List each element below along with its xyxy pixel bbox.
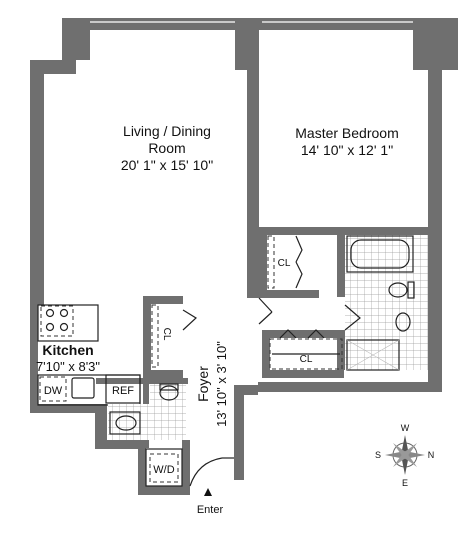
washer-dryer-outline xyxy=(149,453,179,483)
compass-west: W xyxy=(401,423,410,433)
sink-icon xyxy=(71,377,95,399)
stove-icon xyxy=(40,305,74,337)
compass-east: E xyxy=(402,478,408,488)
shower xyxy=(346,339,400,371)
closet-foyer-label: CL xyxy=(161,328,172,341)
living-room-name-line2: Room xyxy=(148,140,185,156)
toilet-icon xyxy=(159,385,179,401)
kitchen-fixtures xyxy=(37,304,141,406)
compass-north: N xyxy=(428,450,435,460)
master-bath xyxy=(345,235,428,371)
half-bath xyxy=(108,383,186,487)
closet-bedroom-label: CL xyxy=(278,258,291,269)
bedroom-name: Master Bedroom xyxy=(295,125,398,141)
foyer-name: Foyer xyxy=(195,366,211,402)
exterior-walls xyxy=(30,18,458,495)
compass-south: S xyxy=(375,450,381,460)
compass-rose-icon: W E S N xyxy=(375,423,434,488)
doors xyxy=(182,235,361,487)
bathtub xyxy=(346,235,414,273)
entry-marker: Enter xyxy=(197,488,224,516)
kitchen-name: Kitchen xyxy=(42,342,93,358)
bath-sink-icon xyxy=(115,415,137,431)
master-sink-icon xyxy=(395,312,411,332)
dishwasher-label: DW xyxy=(44,385,63,397)
entry-arrow-icon xyxy=(204,488,212,496)
living-room-dims: 20' 1" x 15' 10" xyxy=(121,157,213,173)
fixture-labels: CL CL CL DW REF W/D xyxy=(44,258,313,476)
entry-label: Enter xyxy=(197,504,224,516)
washer-dryer-label: W/D xyxy=(153,464,174,476)
closets xyxy=(151,235,343,370)
bedroom-dims: 14' 10" x 12' 1" xyxy=(301,142,393,158)
living-room-name-line1: Living / Dining xyxy=(123,123,211,139)
room-labels: Living / Dining Room 20' 1" x 15' 10" Ma… xyxy=(36,123,399,427)
dishwasher-outline xyxy=(39,376,67,402)
interior-walls xyxy=(96,30,428,448)
refrigerator-label: REF xyxy=(112,385,134,397)
closet-hall-label: CL xyxy=(300,354,313,365)
foyer-dims: 13' 10" x 3' 10" xyxy=(214,341,229,427)
vanity xyxy=(109,411,141,435)
kitchen-dims: 7'10" x 8'3" xyxy=(36,359,100,374)
master-toilet-icon xyxy=(388,282,408,298)
refrigerator-outline xyxy=(105,374,141,404)
